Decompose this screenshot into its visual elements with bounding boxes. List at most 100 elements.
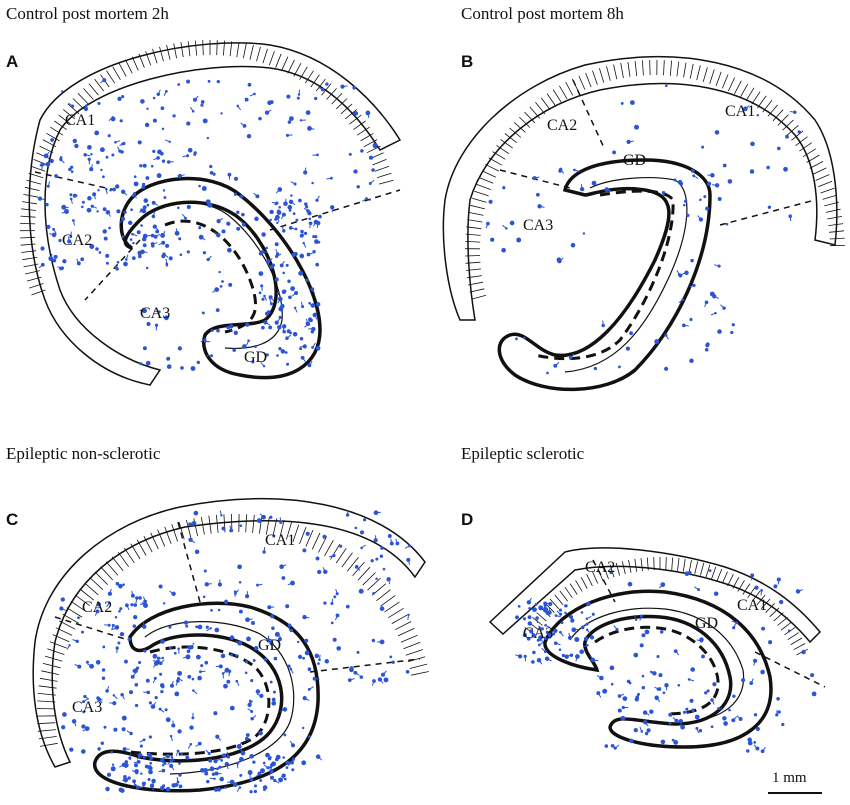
- cell-dot: [233, 330, 238, 335]
- cell-dot: [95, 247, 99, 251]
- hatch-stroke: [236, 42, 240, 58]
- cell-dot: [110, 750, 114, 754]
- cell-process: [200, 236, 206, 241]
- hatch-stroke: [559, 590, 569, 602]
- cell-dot: [288, 209, 292, 212]
- cell-dot: [178, 784, 183, 789]
- cell-dot: [227, 247, 232, 253]
- hatch-stroke: [159, 46, 164, 62]
- cell-dot: [336, 646, 342, 651]
- cell-dot: [226, 754, 231, 759]
- cell-dot: [312, 312, 318, 317]
- cell-process: [83, 698, 89, 703]
- cell-process: [72, 639, 78, 642]
- hatch-stroke: [634, 60, 638, 77]
- cell-process: [119, 218, 124, 224]
- panel-letter: D: [461, 510, 474, 529]
- cell-dot: [152, 653, 158, 659]
- cell-dot: [276, 210, 282, 215]
- cell-dot: [706, 181, 712, 186]
- cell-process: [753, 660, 756, 666]
- cell-process: [539, 641, 544, 646]
- cell-dot: [299, 253, 305, 259]
- cell-dot: [704, 300, 709, 305]
- cell-dot: [278, 206, 281, 209]
- hatch-stroke: [790, 637, 803, 645]
- cell-process: [404, 545, 410, 549]
- cell-dot: [287, 623, 292, 628]
- cell-process: [207, 255, 212, 260]
- cell-process: [688, 678, 695, 682]
- cell-dot: [304, 202, 308, 206]
- cell-dot: [360, 149, 364, 153]
- hatch-stroke: [676, 61, 680, 77]
- cell-dot: [260, 768, 265, 774]
- cell-process: [179, 174, 185, 177]
- cell-process: [143, 596, 146, 602]
- cell-process: [162, 230, 166, 236]
- cell-dot: [221, 753, 227, 758]
- hatch-stroke: [171, 524, 178, 542]
- cell-process: [305, 318, 309, 324]
- cell-process: [559, 631, 564, 637]
- cell-dot: [195, 625, 199, 629]
- cell-dot: [166, 356, 171, 361]
- cell-dot: [269, 680, 273, 684]
- hatch-stroke: [468, 212, 484, 216]
- cell-dot: [198, 226, 202, 230]
- hatch-stroke: [112, 66, 121, 80]
- cell-dot: [285, 263, 289, 267]
- cell-process: [745, 105, 750, 110]
- cell-process: [163, 755, 169, 759]
- cell-dot: [266, 310, 271, 314]
- cell-process: [294, 307, 298, 313]
- cell-dot: [767, 205, 772, 209]
- cell-dot: [62, 712, 67, 717]
- hatch-stroke: [634, 558, 638, 572]
- cell-process: [556, 610, 561, 615]
- cell-dot: [226, 679, 231, 684]
- cell-process: [395, 538, 398, 544]
- cell-process: [53, 229, 57, 234]
- scale-bar-label: 1 mm: [772, 770, 807, 786]
- cell-dot: [149, 756, 154, 761]
- cell-dot: [602, 688, 608, 694]
- cell-process: [49, 233, 55, 236]
- cell-dot: [53, 254, 58, 259]
- cell-dot: [173, 651, 177, 655]
- cell-dot: [311, 181, 314, 185]
- hatch-stroke: [150, 532, 159, 550]
- cell-process: [312, 342, 316, 348]
- cell-process: [554, 362, 560, 367]
- cell-dot: [289, 331, 292, 335]
- hatch-stroke: [820, 187, 835, 194]
- cell-process: [154, 310, 160, 313]
- hatch-stroke: [22, 201, 38, 205]
- hatch-stroke: [405, 649, 424, 656]
- cell-dot: [123, 261, 128, 267]
- cell-dot: [180, 753, 183, 756]
- cell-process: [255, 773, 260, 778]
- hatch-stroke: [702, 67, 708, 82]
- cell-dot: [189, 725, 194, 730]
- hatch-stroke: [38, 685, 57, 689]
- cell-dot: [269, 218, 272, 222]
- cell-dot: [102, 645, 106, 649]
- cell-dot: [750, 141, 755, 147]
- hatch-stroke: [118, 63, 127, 77]
- hatch-stroke: [23, 263, 39, 268]
- cell-dot: [239, 773, 243, 777]
- cell-dot: [97, 188, 100, 192]
- cell-dot: [282, 271, 285, 275]
- hatch-stroke: [38, 736, 57, 740]
- cell-dot: [284, 351, 288, 354]
- cell-dot: [277, 324, 282, 330]
- cell-process: [111, 625, 114, 631]
- hatch-stroke: [621, 561, 626, 575]
- cell-process: [249, 700, 254, 706]
- cell-dot: [146, 321, 151, 327]
- hatch-stroke: [665, 557, 667, 571]
- cell-dot: [145, 176, 150, 180]
- cell-dot: [811, 691, 817, 697]
- cell-process: [570, 353, 575, 359]
